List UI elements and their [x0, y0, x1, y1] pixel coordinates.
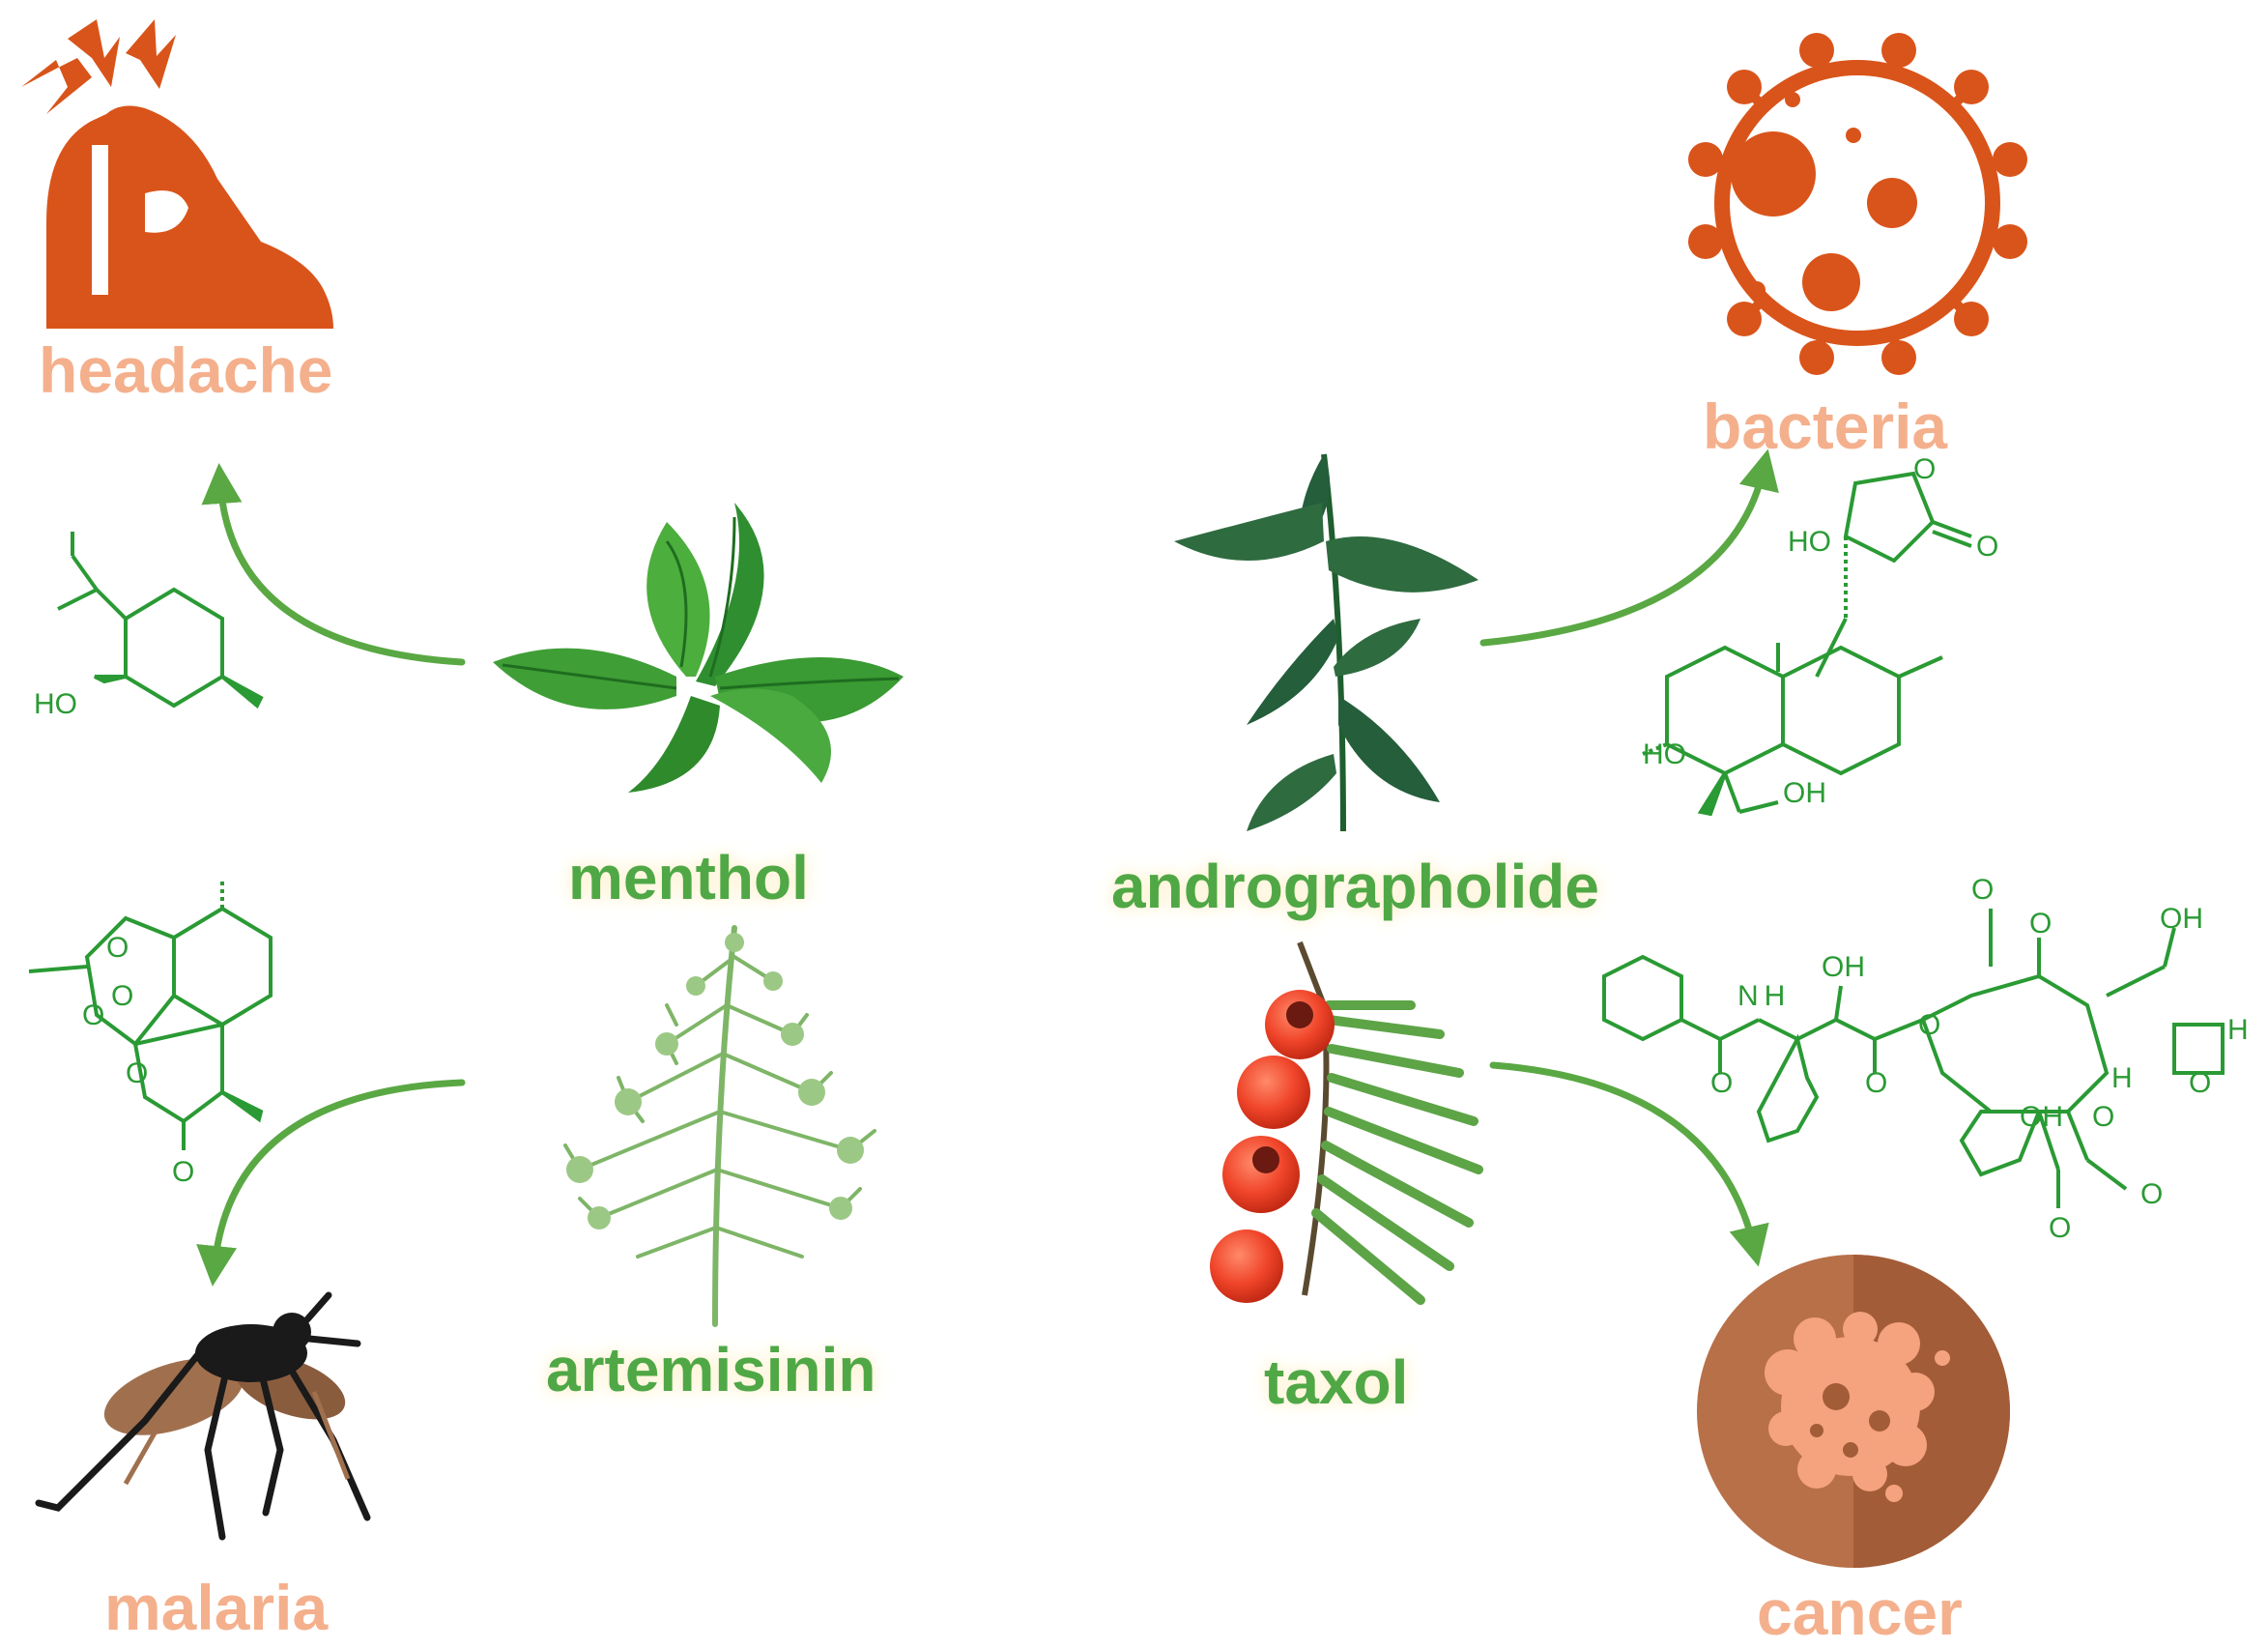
menthol-ho-label: HO	[34, 688, 77, 720]
arte-o3-label: O	[82, 999, 104, 1031]
arrow-taxol-cancer	[1489, 1061, 1769, 1267]
taxol-o3-label: O	[1918, 1009, 1940, 1041]
yew-berry-plant-icon	[1210, 940, 1483, 1305]
taxol-h2-label: H	[2111, 1062, 2133, 1094]
taxol-oh3-label: OH	[2020, 1101, 2063, 1133]
taxol-o9-label: O	[1971, 874, 1994, 906]
arrow-menthol-headache	[201, 463, 466, 666]
andro-o-carbonyl-label: O	[1976, 531, 1998, 563]
taxol-nh-label: N H	[1737, 980, 1785, 1012]
arrow-andrographolide-bacteria	[1479, 448, 1779, 647]
label-artemisinin: artemisinin	[546, 1335, 876, 1404]
arte-o4-label: O	[126, 1057, 148, 1089]
label-cancer: cancer	[1757, 1577, 1963, 1648]
arrow-artemisinin-malaria	[196, 1079, 466, 1287]
bacteria-icon	[1688, 33, 2027, 375]
taxol-o6-label: O	[2049, 1212, 2071, 1244]
mint-plant-icon	[493, 503, 904, 793]
andro-o-ring-label: O	[1913, 453, 1936, 485]
arrows	[196, 448, 1779, 1287]
arte-o2-label: O	[111, 980, 133, 1012]
taxol-o5-label: O	[2189, 1067, 2211, 1099]
taxol-o2-label: O	[1865, 1067, 1887, 1099]
label-taxol: taxol	[1264, 1347, 1409, 1417]
andro-ho-left-label: HO	[1643, 738, 1686, 770]
taxol-o1-label: O	[1710, 1067, 1733, 1099]
andro-ho-top-label: HO	[1788, 526, 1831, 558]
taxol-oh2-label: OH	[2160, 903, 2203, 935]
arte-o1-label: O	[106, 932, 129, 964]
andro-oh-label: OH	[1783, 777, 1826, 809]
artemisinin-structure: O O O O O	[28, 880, 273, 1188]
cancer-cell-icon	[1697, 1255, 2010, 1568]
menthol-structure: HO	[34, 532, 264, 720]
taxol-structure: N H OH O O O O OH H H O OH O O O O	[1602, 874, 2249, 1244]
taxol-o4-label: O	[2029, 908, 2052, 940]
artemisia-plant-icon	[563, 925, 876, 1327]
taxol-o8-label: O	[2092, 1101, 2114, 1133]
arte-o5-label: O	[172, 1156, 194, 1188]
headache-icon	[21, 19, 333, 329]
andrographolide-structure: HO O O HO OH	[1642, 453, 1998, 817]
label-andrographolide: andrographolide	[1111, 852, 1599, 921]
label-menthol: menthol	[568, 843, 809, 912]
andrographis-plant-icon	[1174, 453, 1479, 832]
label-bacteria: bacteria	[1703, 391, 1948, 462]
mosquito-icon	[35, 1291, 371, 1541]
label-headache: headache	[39, 334, 333, 406]
taxol-oh1-label: OH	[1822, 951, 1865, 983]
taxol-h1-label: H	[2227, 1014, 2249, 1046]
label-malaria: malaria	[104, 1572, 329, 1643]
taxol-o7-label: O	[2140, 1178, 2163, 1210]
